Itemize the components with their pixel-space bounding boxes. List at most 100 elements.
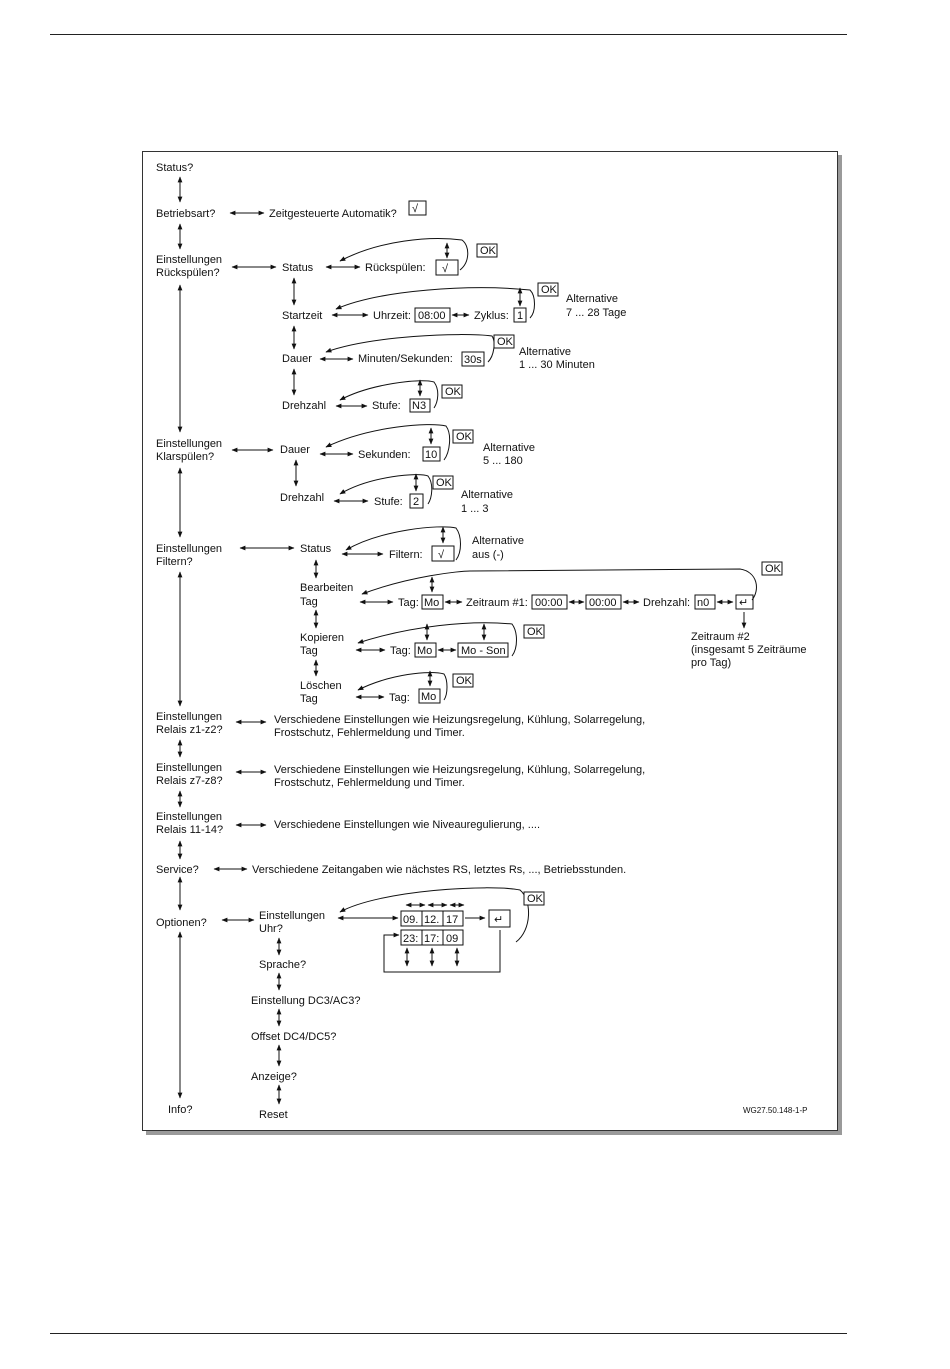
filt-z-to: 00:00 bbox=[589, 597, 617, 609]
relais1-text-2: Frostschutz, Fehlermeldung und Timer. bbox=[274, 727, 465, 739]
ok-box bbox=[452, 429, 474, 444]
check-box bbox=[435, 259, 459, 276]
ok-box bbox=[441, 384, 463, 399]
rueck-minsek-val: 30s bbox=[464, 354, 482, 366]
klar-alt2a: Alternative bbox=[461, 489, 513, 501]
rueck-uhrzeit: Uhrzeit: bbox=[373, 310, 411, 322]
ok-label: OK bbox=[541, 284, 558, 296]
rueck-alt1a: Alternative bbox=[566, 293, 618, 305]
ok-box bbox=[761, 561, 783, 576]
rueck-startzeit: Startzeit bbox=[282, 310, 322, 322]
relais3-text: Verschiedene Einstellungen wie Niveaureg… bbox=[274, 819, 540, 831]
zeit-from-box bbox=[531, 594, 568, 610]
diagram-frame bbox=[142, 151, 838, 1131]
filt-z-from: 00:00 bbox=[535, 597, 563, 609]
rueck-uhrzeit-val: 08:00 bbox=[418, 310, 446, 322]
main-einst-klar-2: Klarspülen? bbox=[156, 451, 214, 463]
filt-tag-val-3: Mo bbox=[421, 691, 436, 703]
main-einst-z1-2: Relais z1-z2? bbox=[156, 724, 223, 736]
opt-einst: Einstellungen bbox=[259, 910, 325, 922]
klar-alt1a: Alternative bbox=[483, 442, 535, 454]
opt-dc3: Einstellung DC3/AC3? bbox=[251, 995, 360, 1007]
main-einst-filt-1: Einstellungen bbox=[156, 543, 222, 555]
filt-zr2a: Zeitraum #2 bbox=[691, 631, 750, 643]
filt-zr2c: pro Tag) bbox=[691, 657, 731, 669]
ok-box bbox=[493, 334, 515, 349]
filt-alta: Alternative bbox=[472, 535, 524, 547]
filt-tag-label-3: Tag: bbox=[389, 692, 410, 704]
klar-sekunden-val: 10 bbox=[425, 449, 437, 461]
filt-loeschen: Löschen bbox=[300, 680, 342, 692]
filt-tag-label-2: Tag: bbox=[390, 645, 411, 657]
rueck-stufe: Stufe: bbox=[372, 400, 401, 412]
ok-label: OK bbox=[765, 563, 782, 575]
tag-box bbox=[414, 642, 437, 658]
filt-tag-1: Tag bbox=[300, 596, 318, 608]
opt-anzeige: Anzeige? bbox=[251, 1071, 297, 1083]
rueck-alt2b: 1 ... 30 Minuten bbox=[519, 359, 595, 371]
ok-label: OK bbox=[445, 386, 462, 398]
main-einst-filt-2: Filtern? bbox=[156, 556, 193, 568]
rueck-rueckspuelen: Rückspülen: bbox=[365, 262, 426, 274]
top-rule bbox=[50, 34, 847, 35]
filt-tag-val-1: Mo bbox=[424, 597, 439, 609]
filt-drehzahl-val: n0 bbox=[697, 597, 709, 609]
opt-offset: Offset DC4/DC5? bbox=[251, 1031, 336, 1043]
relais2-text-2: Frostschutz, Fehlermeldung und Timer. bbox=[274, 777, 465, 789]
sekunden-box bbox=[422, 446, 441, 462]
check-box bbox=[431, 545, 455, 562]
main-einst-z7-1: Einstellungen bbox=[156, 762, 222, 774]
filt-tag-2: Tag bbox=[300, 645, 318, 657]
enter-box bbox=[488, 909, 511, 928]
main-betriebsart: Betriebsart? bbox=[156, 208, 215, 220]
filt-drehzahl: Drehzahl: bbox=[643, 597, 690, 609]
time-box bbox=[414, 307, 451, 323]
rueck-stufe-val: N3 bbox=[412, 400, 426, 412]
ok-label: OK bbox=[527, 626, 544, 638]
main-einst-klar-1: Einstellungen bbox=[156, 438, 222, 450]
tag-box bbox=[421, 594, 444, 610]
main-optionen: Optionen? bbox=[156, 917, 207, 929]
enter-box bbox=[735, 594, 754, 610]
rueck-dauer: Dauer bbox=[282, 353, 312, 365]
filt-bearbeiten: Bearbeiten bbox=[300, 582, 353, 594]
enter-symbol: ↵ bbox=[739, 597, 748, 609]
time-sec-box bbox=[442, 929, 464, 946]
main-einst-rueck-2: Rückspülen? bbox=[156, 267, 220, 279]
check-mark: √ bbox=[412, 203, 419, 215]
rueck-alt2a: Alternative bbox=[519, 346, 571, 358]
check-mark: √ bbox=[438, 549, 445, 561]
filt-altb: aus (-) bbox=[472, 549, 504, 561]
ok-box bbox=[523, 624, 545, 639]
main-einst-z7-2: Relais z7-z8? bbox=[156, 775, 223, 787]
rueck-drehzahl: Drehzahl bbox=[282, 400, 326, 412]
ok-box bbox=[523, 891, 545, 906]
relais1-text-1: Verschiedene Einstellungen wie Heizungsr… bbox=[274, 714, 645, 726]
rueck-minsek: Minuten/Sekunden: bbox=[358, 353, 453, 365]
ok-label: OK bbox=[456, 675, 473, 687]
klar-stufe-val: 2 bbox=[413, 496, 419, 508]
minsek-box bbox=[461, 351, 485, 367]
ok-box bbox=[476, 243, 498, 258]
service-text: Verschiedene Zeitangaben wie nächstes RS… bbox=[252, 864, 626, 876]
ok-label: OK bbox=[436, 477, 453, 489]
opt-uhr: Uhr? bbox=[259, 923, 283, 935]
filt-tag-label-1: Tag: bbox=[398, 597, 419, 609]
opt-d1: 09. bbox=[403, 914, 418, 926]
ok-label: OK bbox=[456, 431, 473, 443]
filt-status: Status bbox=[300, 543, 332, 555]
zeit-to-box bbox=[585, 594, 622, 610]
tag-box bbox=[418, 688, 441, 704]
ok-box bbox=[452, 673, 474, 688]
rueck-alt1b: 7 ... 28 Tage bbox=[566, 307, 626, 319]
check-mark: √ bbox=[442, 263, 449, 275]
filt-filtern: Filtern: bbox=[389, 549, 423, 561]
filt-zr2b: (insgesamt 5 Zeiträume bbox=[691, 644, 807, 656]
drehzahl-box bbox=[694, 594, 716, 610]
klar-alt1b: 5 ... 180 bbox=[483, 455, 523, 467]
ok-label: OK bbox=[527, 893, 544, 905]
opt-t2: 17: bbox=[424, 933, 439, 945]
bottom-rule bbox=[50, 1333, 847, 1334]
zyklus-box bbox=[513, 307, 527, 323]
